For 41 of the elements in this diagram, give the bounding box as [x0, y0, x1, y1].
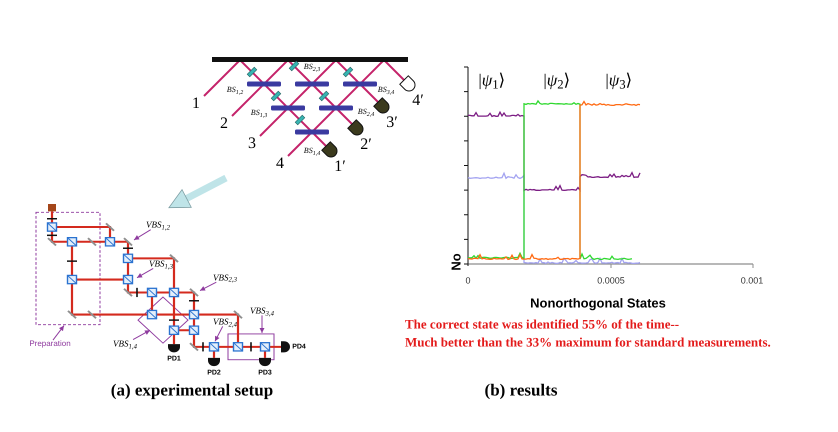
splitter-label: VBS$_{1,2}$: [146, 220, 170, 230]
port-number: 1: [192, 96, 200, 112]
state-label: |ψ$_{3}$⟩: [605, 72, 633, 88]
splitter-label: BS$_{3,4}$: [378, 86, 394, 94]
result-note: The correct state was identified 55% of the time--: [405, 318, 680, 330]
splitter-label: VBS$_{1,3}$: [149, 259, 173, 268]
splitter-label: BS$_{1,4}$: [304, 147, 320, 155]
splitter-label: BS$_{2,3}$: [304, 63, 320, 71]
leader-arrow: [132, 330, 150, 340]
port-number: 4′: [412, 93, 424, 109]
splitter-label: VBS$_{2,4}$: [213, 317, 237, 326]
state-label: |ψ$_{2}$⟩: [543, 72, 571, 88]
leader-arrow: [260, 314, 264, 334]
port-number: 2: [220, 116, 228, 132]
result-note: Much better than the 33% maximum for standard measurements.: [405, 336, 771, 348]
leader-arrow: [134, 229, 152, 240]
splitter-label: VBS$_{3,4}$: [250, 306, 274, 316]
port-number: 2′: [360, 137, 372, 153]
leader-arrow: [214, 326, 224, 342]
tick-label: 0.001: [740, 276, 764, 286]
figure-caption: (b) results: [484, 382, 558, 398]
port-number: 4: [276, 156, 284, 172]
splitter-label: BS$_{1,3}$: [250, 109, 268, 117]
tick-label: 0: [466, 276, 470, 286]
block-arrow: [168, 174, 228, 208]
axis-title: No: [450, 253, 462, 271]
figure-caption: (a) experimental setup: [110, 382, 274, 398]
port-number: 1′: [334, 159, 346, 175]
leader-arrow: [52, 325, 64, 341]
tick-label: 0.0005: [597, 276, 625, 286]
splitter-label: BS$_{1,2}$: [226, 86, 244, 94]
splitter-label: VBS$_{1,4}$: [113, 340, 137, 349]
leader-arrow: [136, 268, 154, 278]
preparation-label: Preparation: [29, 340, 71, 348]
leader-arrow: [200, 282, 217, 292]
state-label: |ψ$_{1}$⟩: [478, 72, 506, 88]
splitter-label: VBS$_{2,3}$: [213, 273, 237, 282]
port-number: 3: [248, 136, 256, 152]
splitter-label: BS$_{2,4}$: [358, 108, 374, 116]
axis-title: Nonorthogonal States: [530, 296, 666, 310]
port-number: 3′: [386, 115, 398, 131]
